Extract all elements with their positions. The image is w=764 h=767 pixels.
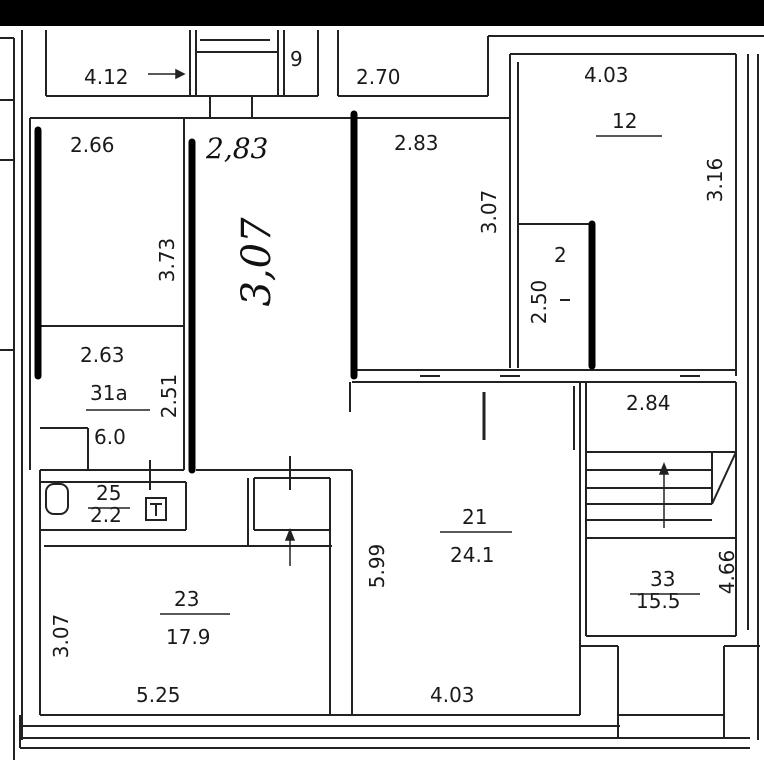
label-room-21: 21 bbox=[462, 505, 487, 529]
label-3-73: 3.73 bbox=[155, 238, 179, 283]
label-2-84: 2.84 bbox=[626, 391, 671, 415]
handwritten-3-07: 3,07 bbox=[234, 217, 280, 307]
marked-walls bbox=[34, 110, 596, 474]
label-2-83: 2.83 bbox=[394, 131, 439, 155]
label-2-51: 2.51 bbox=[157, 374, 181, 419]
dimension-labels: 4.12 9 2.70 4.03 12 3.16 2.66 3.73 2.83 … bbox=[49, 47, 739, 707]
label-4-12: 4.12 bbox=[84, 65, 129, 89]
label-2-2: 2.2 bbox=[90, 503, 122, 527]
label-5-99: 5.99 bbox=[365, 544, 389, 589]
label-2-63: 2.63 bbox=[80, 343, 125, 367]
label-4-03-top: 4.03 bbox=[584, 63, 629, 87]
label-3-16: 3.16 bbox=[703, 158, 727, 203]
top-bar bbox=[0, 0, 764, 26]
label-room-33: 33 bbox=[650, 567, 675, 591]
label-4-66: 4.66 bbox=[715, 550, 739, 595]
handwritten-2-83: 2,83 bbox=[205, 132, 268, 165]
area-dividers bbox=[86, 135, 700, 615]
label-9: 9 bbox=[290, 47, 303, 71]
label-4-03-bottom: 4.03 bbox=[430, 683, 475, 707]
label-24-1: 24.1 bbox=[450, 543, 495, 567]
label-room-23: 23 bbox=[174, 587, 199, 611]
walls bbox=[0, 30, 764, 760]
label-5-25: 5.25 bbox=[136, 683, 181, 707]
handwritten-notes: 2,83 3,07 bbox=[205, 132, 280, 307]
label-room-12: 12 bbox=[612, 109, 637, 133]
label-3-07-a: 3.07 bbox=[477, 190, 501, 235]
label-3-07-b: 3.07 bbox=[49, 614, 73, 659]
label-17-9: 17.9 bbox=[166, 625, 211, 649]
label-25: 25 bbox=[96, 481, 121, 505]
label-2-66: 2.66 bbox=[70, 133, 115, 157]
label-6-0: 6.0 bbox=[94, 425, 126, 449]
arrows bbox=[148, 68, 670, 566]
label-2-70: 2.70 bbox=[356, 65, 401, 89]
label-2: 2 bbox=[554, 243, 567, 267]
label-2-50: 2.50 bbox=[527, 280, 551, 325]
label-15-5: 15.5 bbox=[636, 589, 681, 613]
label-31a: 31a bbox=[90, 381, 128, 405]
